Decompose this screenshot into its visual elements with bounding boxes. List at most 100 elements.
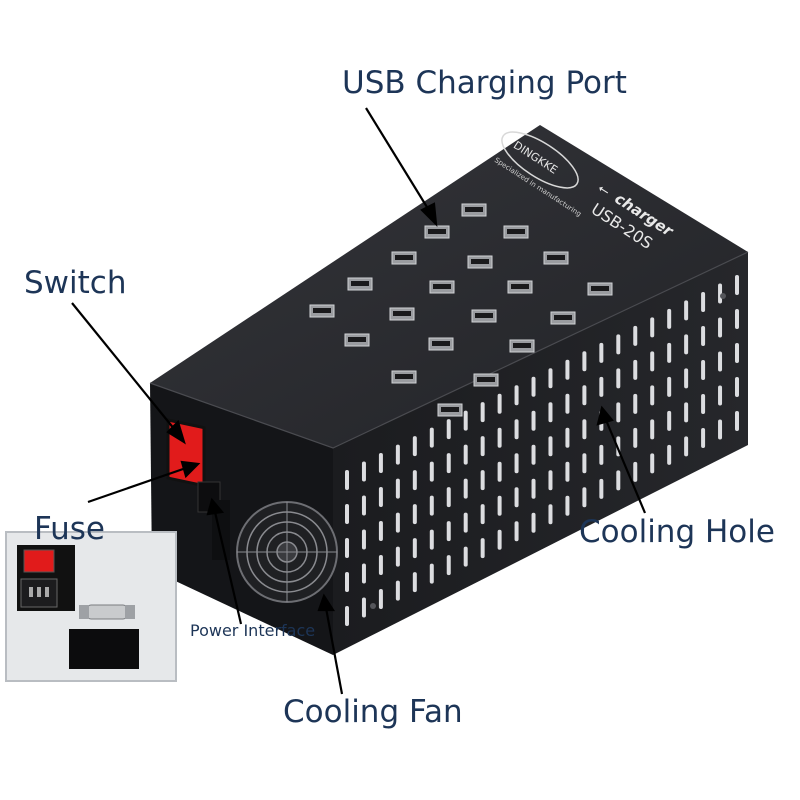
arrow-head: [166, 419, 186, 445]
cooling-slot: [531, 376, 536, 397]
usb-port-grid: [309, 203, 613, 417]
usb-port: [471, 309, 497, 323]
cooling-slot: [582, 453, 587, 474]
cooling-slot: [480, 470, 485, 491]
screw: [720, 293, 726, 299]
cooling-slot: [701, 427, 706, 448]
cooling-slot: [429, 529, 434, 550]
cooling-slot: [616, 334, 621, 355]
cooling-slot: [446, 555, 451, 576]
cooling-slot: [412, 470, 417, 491]
cooling-slot: [650, 453, 655, 474]
cooling-slot: [361, 597, 366, 618]
usb-port: [550, 311, 576, 325]
cooling-slot: [378, 487, 383, 508]
cooling-slot: [684, 402, 689, 423]
cooling-slot: [446, 521, 451, 542]
usb-port: [391, 251, 417, 265]
cooling-slot: [667, 410, 672, 431]
cooling-slot: [361, 529, 366, 550]
cooling-slot: [735, 275, 739, 295]
cooling-slot: [718, 385, 723, 406]
cooling-slot: [735, 309, 739, 329]
cooling-slot: [463, 444, 468, 465]
arrow-head: [420, 202, 438, 227]
cooling-slot: [531, 410, 536, 431]
cooling-slot: [616, 368, 621, 389]
cooling-slot: [497, 461, 502, 482]
cooling-slot: [548, 470, 553, 491]
usb-port: [473, 373, 499, 387]
cooling-slot: [514, 521, 519, 542]
cooling-slot: [446, 419, 451, 440]
cooling-slot: [599, 342, 604, 363]
cooling-slot: [548, 436, 553, 457]
cooling-slot: [429, 563, 434, 584]
cooling-slot: [718, 419, 723, 440]
label-usb-charging-port: USB Charging Port: [342, 65, 627, 101]
cooling-slot: [650, 385, 655, 406]
cooling-slot: [701, 325, 706, 346]
cooling-slot: [582, 419, 587, 440]
cooling-slot: [412, 572, 417, 593]
arrow-switch: [71, 302, 176, 431]
arrow-head: [596, 405, 614, 426]
usb-port: [389, 307, 415, 321]
cooling-slot: [735, 411, 739, 431]
cooling-slot: [599, 376, 604, 397]
cooling-holes: [345, 275, 739, 626]
usb-port: [507, 280, 533, 294]
arrow-usb-port: [365, 107, 431, 213]
label-cooling-hole: Cooling Hole: [579, 514, 775, 550]
cooling-slot: [480, 538, 485, 559]
cooling-slot: [633, 325, 638, 346]
arrow-head: [317, 593, 336, 612]
cooling-slot: [599, 478, 604, 499]
inset-fuse-drawer: [69, 629, 139, 669]
cooling-slot: [429, 495, 434, 516]
cooling-slot: [616, 470, 621, 491]
usb-port: [461, 203, 487, 217]
arrow-cooling-hole: [604, 419, 647, 514]
cooling-slot: [548, 504, 553, 525]
inset-red-switch: [23, 549, 55, 573]
cooling-slot: [684, 436, 689, 457]
cooling-slot: [667, 376, 672, 397]
cooling-slot: [378, 589, 383, 610]
arrow-fuse: [87, 466, 187, 504]
arrow-head: [180, 460, 201, 479]
cooling-slot: [650, 351, 655, 372]
cooling-slot: [463, 410, 468, 431]
usb-port: [543, 251, 569, 265]
cooling-slot: [667, 308, 672, 329]
cooling-slot: [378, 521, 383, 542]
cooling-slot: [701, 393, 706, 414]
cooling-slot: [480, 402, 485, 423]
case-side-face: [333, 252, 748, 655]
cooling-slot: [565, 427, 570, 448]
cooling-slot: [548, 402, 553, 423]
usb-port: [424, 225, 450, 239]
cooling-slot: [684, 368, 689, 389]
cooling-fan: [236, 501, 338, 603]
cooling-slot: [345, 470, 349, 490]
label-cooling-fan: Cooling Fan: [283, 694, 463, 730]
cooling-slot: [463, 512, 468, 533]
cooling-slot: [548, 368, 553, 389]
arrow-power: [213, 511, 243, 625]
cooling-slot: [718, 317, 723, 338]
cooling-slot: [480, 504, 485, 525]
cooling-slot: [650, 419, 655, 440]
cooling-slot: [361, 495, 366, 516]
cooling-slot: [514, 419, 519, 440]
cooling-slot: [463, 546, 468, 567]
cooling-slot: [361, 563, 366, 584]
cooling-slot: [684, 334, 689, 355]
usb-port: [428, 337, 454, 351]
cooling-slot: [633, 427, 638, 448]
cooling-slot: [735, 377, 739, 397]
inset-fuse-tube: [86, 604, 128, 620]
cooling-slot: [497, 495, 502, 516]
cooling-slot: [582, 385, 587, 406]
cooling-slot: [616, 402, 621, 423]
